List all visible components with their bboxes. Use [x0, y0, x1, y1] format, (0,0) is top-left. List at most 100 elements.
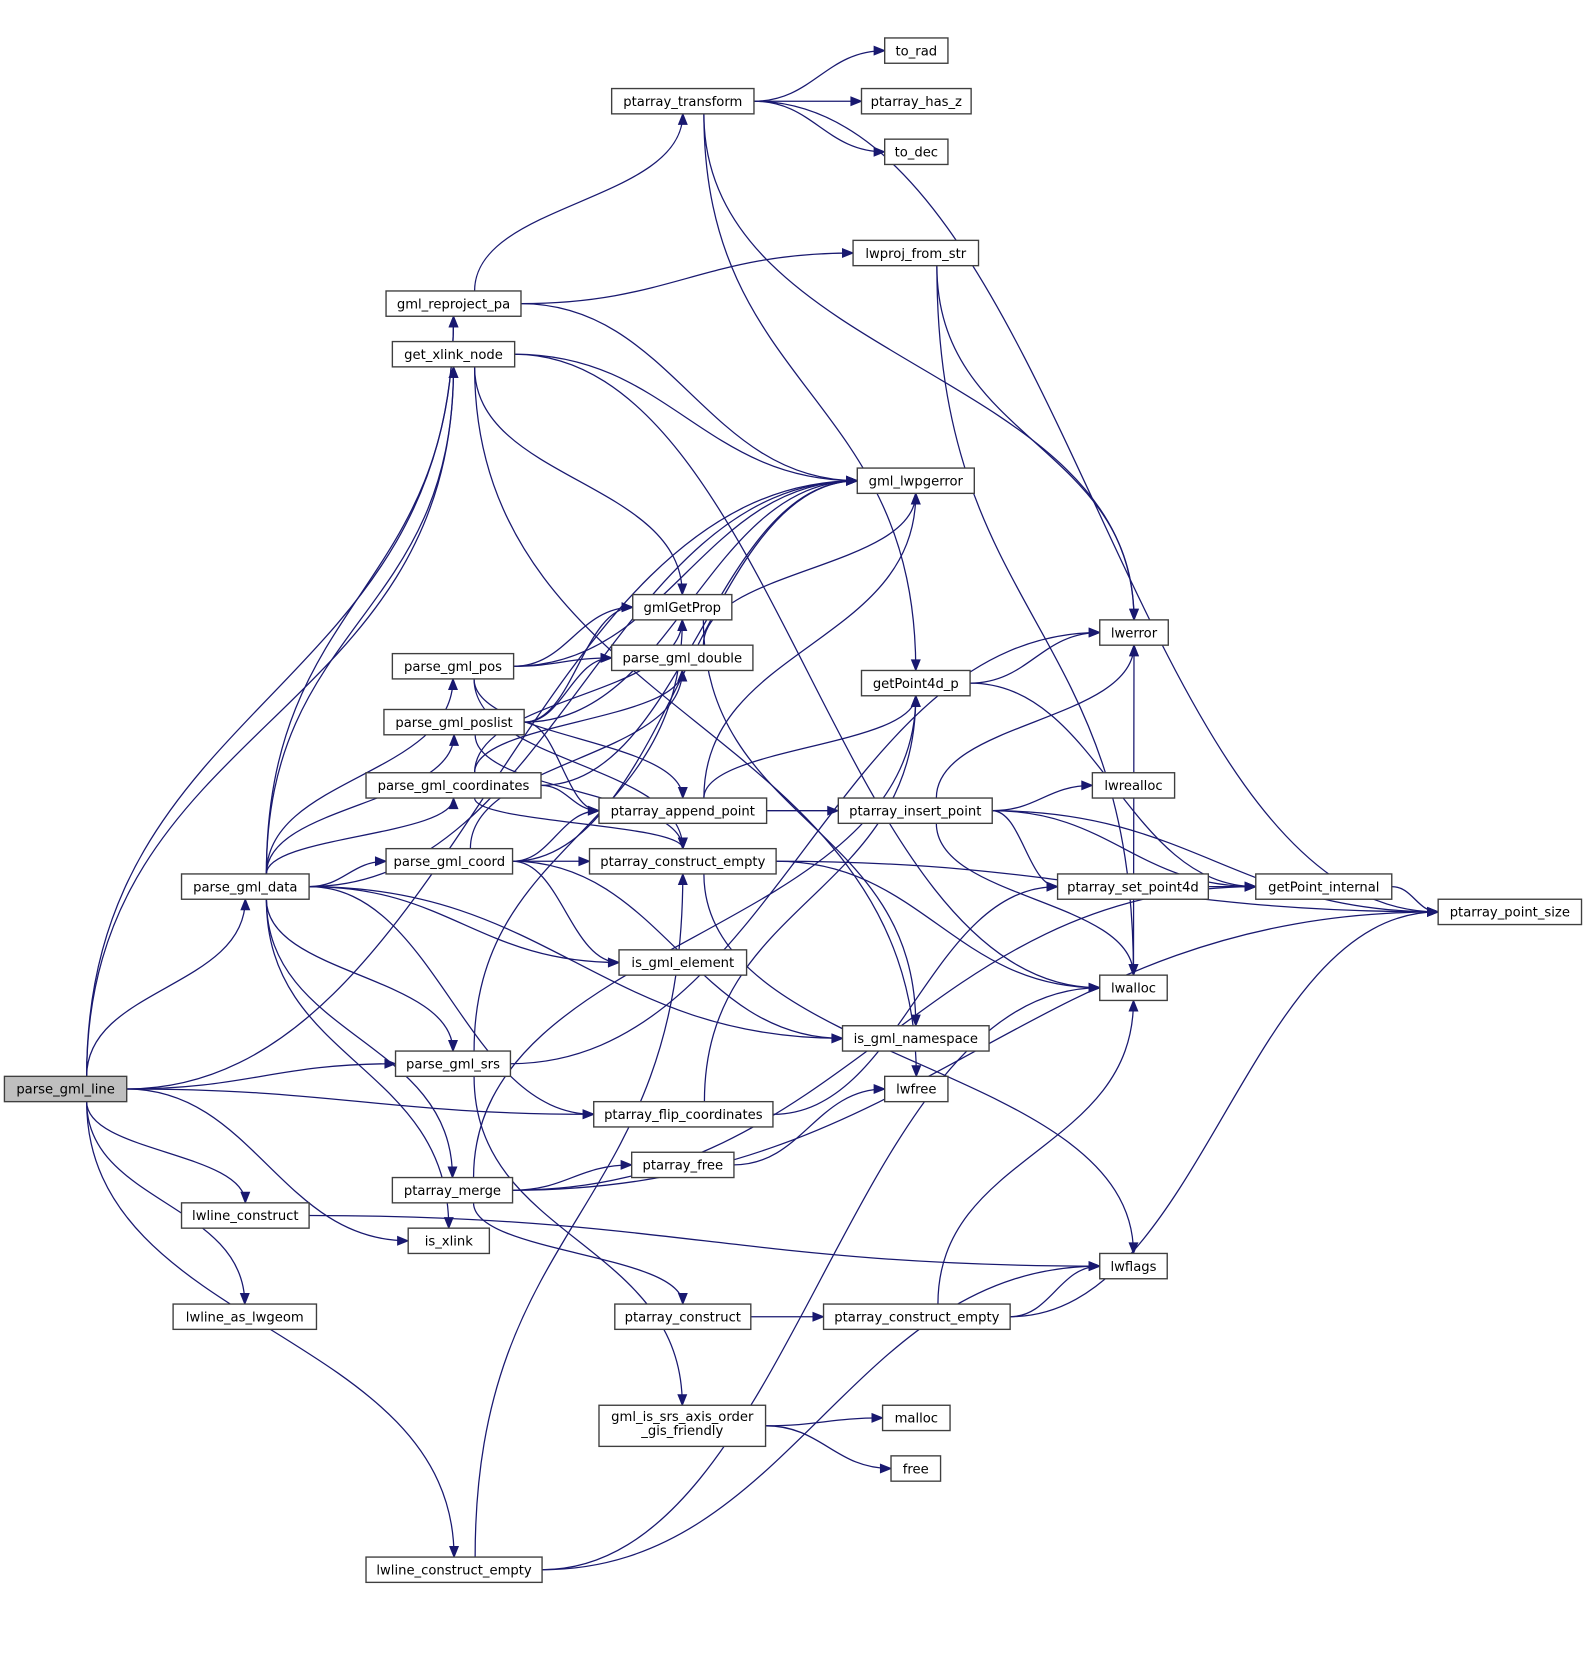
node-lwrealloc[interactable]: lwrealloc — [1091, 772, 1176, 799]
node-box — [881, 1404, 951, 1432]
node-box — [385, 290, 522, 317]
node-label: _gis_friendly — [640, 1424, 723, 1439]
arrowhead-icon — [677, 1292, 688, 1306]
arrowhead-icon — [449, 1545, 460, 1559]
arrowhead-icon — [397, 1235, 410, 1246]
node-is-gml-element[interactable]: is_gml_element — [618, 949, 748, 976]
node-ptarray-construct-empty-a[interactable]: ptarray_construct_empty — [588, 847, 777, 875]
node-ptarray-set-point4d[interactable]: ptarray_set_point4d — [1056, 873, 1210, 900]
edge-parse_gml_data-to-gml_lwpgerror — [309, 480, 858, 888]
node-label: parse_gml_line — [16, 1083, 114, 1098]
node-lwfree[interactable]: lwfree — [884, 1075, 949, 1103]
node-parse-gml-double[interactable]: parse_gml_double — [610, 644, 754, 672]
arrowhead-icon — [910, 694, 921, 707]
edge-ptarray_transform-to-to_dec — [753, 100, 885, 153]
node-box — [180, 1202, 310, 1229]
node-getPoint4d-p[interactable]: getPoint4d_p — [860, 669, 971, 697]
node-parse-gml-data[interactable]: parse_gml_data — [180, 873, 310, 900]
arrowhead-icon — [1046, 881, 1059, 892]
edge-lwproj_from_str-to-lwalloc — [936, 265, 1135, 976]
edge-ptarray_merge-to-getPoint4d_p — [472, 695, 917, 1178]
node-ptarray-append-point[interactable]: ptarray_append_point — [598, 797, 768, 825]
node-ptarray-has-z[interactable]: ptarray_has_z — [860, 87, 972, 115]
edge-get_xlink_node-to-lwalloc — [514, 353, 1100, 989]
arrowhead-icon — [677, 583, 688, 596]
node-ptarray-transform[interactable]: ptarray_transform — [610, 87, 755, 115]
node-box — [598, 1404, 767, 1448]
node-label: lwline_construct_empty — [376, 1563, 532, 1578]
node-label: getPoint_internal — [1268, 880, 1379, 895]
node-ptarray-merge[interactable]: ptarray_merge — [391, 1176, 514, 1204]
node-parse-gml-coord[interactable]: parse_gml_coord — [385, 847, 514, 875]
node-is-xlink[interactable]: is_xlink — [407, 1227, 491, 1255]
node-free[interactable]: free — [890, 1455, 942, 1482]
node-lwerror[interactable]: lwerror — [1099, 619, 1169, 646]
edge-parse_gml_coord-to-is_gml_element — [512, 860, 620, 964]
arrowhead-icon — [1128, 999, 1139, 1012]
node-lwflags[interactable]: lwflags — [1099, 1252, 1168, 1280]
node-lwline-construct-empty[interactable]: lwline_construct_empty — [365, 1556, 543, 1584]
node-box — [860, 669, 971, 697]
node-gmlGetProp[interactable]: gmlGetProp — [632, 593, 733, 621]
arrowhead-icon — [831, 1033, 844, 1044]
node-label: parse_gml_coord — [393, 855, 505, 870]
node-box — [618, 949, 748, 976]
node-box — [837, 797, 993, 825]
node-label: parse_gml_poslist — [395, 716, 512, 731]
node-lwline-construct[interactable]: lwline_construct — [180, 1202, 310, 1229]
node-parse-gml-srs[interactable]: parse_gml_srs — [394, 1050, 512, 1078]
node-to-rad[interactable]: to_rad — [884, 37, 949, 64]
node-getPoint-internal[interactable]: getPoint_internal — [1255, 873, 1393, 900]
node-box — [385, 847, 514, 875]
node-ptarray-flip-coordinates[interactable]: ptarray_flip_coordinates — [593, 1100, 774, 1128]
arrowhead-icon — [1129, 643, 1140, 657]
edge-parse_gml_coordinates-to-ptarray_construct_empty_a — [473, 797, 684, 849]
node-parse-gml-pos[interactable]: parse_gml_pos — [391, 652, 515, 680]
node-ptarray-insert-point[interactable]: ptarray_insert_point — [837, 797, 993, 825]
edge-parse_gml_data-to-ptarray_flip_coordinates — [309, 885, 594, 1115]
node-box — [614, 1303, 752, 1331]
arrowhead-icon — [911, 1065, 922, 1078]
node-box — [856, 467, 975, 495]
edge-parse_gml_line-to-lwline_construct — [86, 1101, 246, 1203]
node-get-xlink-node[interactable]: get_xlink_node — [391, 340, 516, 368]
node-box — [593, 1100, 774, 1128]
node-ptarray-construct[interactable]: ptarray_construct — [614, 1303, 752, 1331]
edge-ptarray_insert_point-to-lwerror — [935, 645, 1135, 799]
node-label: lwalloc — [1111, 982, 1156, 997]
node-gml-reproject-pa[interactable]: gml_reproject_pa — [385, 290, 522, 317]
node-parse-gml-poslist[interactable]: parse_gml_poslist — [383, 708, 525, 736]
arrowhead-icon — [1244, 881, 1258, 892]
node-parse-gml-line[interactable]: parse_gml_line — [3, 1075, 128, 1103]
node-to-dec[interactable]: to_dec — [884, 138, 949, 166]
node-lwline-as-lwgeom[interactable]: lwline_as_lwgeom — [172, 1303, 318, 1331]
node-box — [394, 1050, 512, 1078]
node-gml-lwpgerror[interactable]: gml_lwpgerror — [856, 467, 975, 495]
node-label: ptarray_point_size — [1450, 906, 1570, 921]
edge-parse_gml_srs-to-lwerror — [510, 631, 1100, 1065]
edge-ptarray_construct_empty_b-to-lwalloc — [937, 1000, 1135, 1305]
node-ptarray-free[interactable]: ptarray_free — [630, 1151, 735, 1179]
node-ptarray-point-size[interactable]: ptarray_point_size — [1437, 898, 1583, 926]
edge-gml_reproject_pa-to-ptarray_transform — [473, 113, 684, 291]
arrowhead-icon — [910, 491, 921, 505]
node-box — [391, 652, 515, 680]
node-label: ptarray_insert_point — [849, 804, 981, 819]
edge-parse_gml_data-to-parse_gml_poslist — [265, 734, 455, 874]
node-label: to_rad — [896, 44, 938, 59]
node-is-gml-namespace[interactable]: is_gml_namespace — [841, 1025, 990, 1052]
node-box — [391, 1176, 514, 1204]
arrowhead-icon — [677, 618, 688, 631]
node-box — [610, 644, 754, 672]
arrowhead-icon — [447, 1039, 458, 1053]
node-parse-gml-coordinates[interactable]: parse_gml_coordinates — [365, 772, 542, 799]
node-label: malloc — [895, 1412, 938, 1427]
node-lwalloc[interactable]: lwalloc — [1099, 974, 1168, 1002]
node-lwproj-from-str[interactable]: lwproj_from_str — [852, 239, 980, 267]
node-gml-is-srs-axis-order-gis-friendly[interactable]: gml_is_srs_axis_order_gis_friendly — [598, 1404, 767, 1448]
node-label: ptarray_transform — [623, 95, 742, 110]
node-box — [1056, 873, 1210, 900]
node-label: parse_gml_double — [622, 652, 742, 667]
node-ptarray-construct-empty-b[interactable]: ptarray_construct_empty — [822, 1303, 1011, 1331]
node-malloc[interactable]: malloc — [881, 1404, 951, 1432]
